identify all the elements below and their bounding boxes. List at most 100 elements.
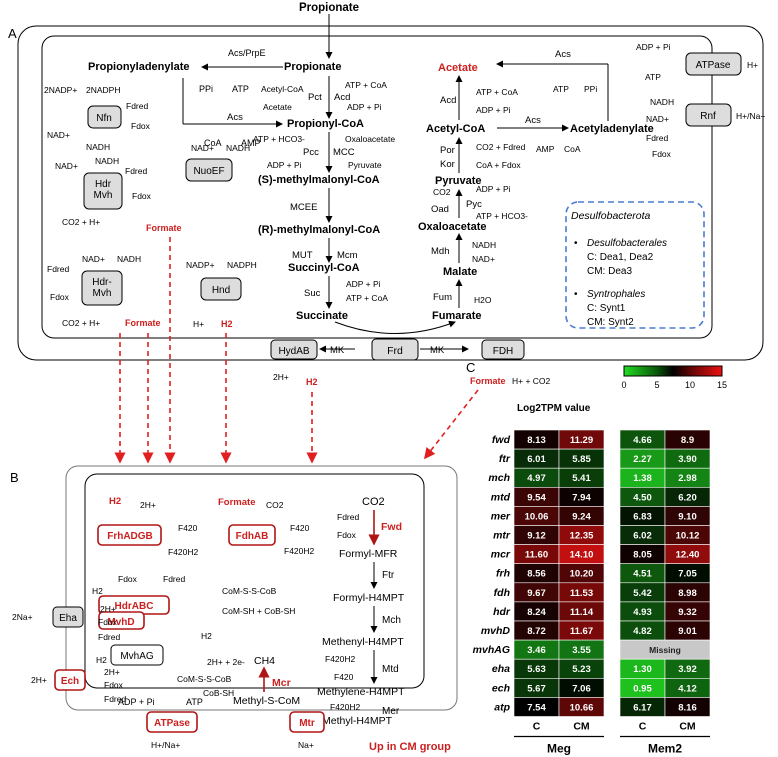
row-label-fdh: fdh bbox=[494, 587, 510, 599]
propionate-node: Propionate bbox=[284, 61, 341, 73]
hnd-label: Hnd bbox=[212, 285, 230, 296]
heatmap-value: 6.17 bbox=[633, 702, 652, 713]
acetyl-coa-small: Acetyl-CoA bbox=[261, 84, 304, 94]
heatmap-value: 11.29 bbox=[570, 435, 593, 446]
svg-text:•: • bbox=[574, 238, 578, 249]
row-label-atp: atp bbox=[494, 701, 510, 713]
acd-label-2: Acd bbox=[440, 95, 456, 106]
mtr-box bbox=[289, 711, 325, 733]
methyl-s-com: Methyl-S-CoM bbox=[233, 695, 300, 707]
mcr-label: Mcr bbox=[272, 677, 291, 689]
eha-fdox: Fdox bbox=[98, 617, 118, 627]
row-label-mer: mer bbox=[491, 510, 511, 522]
nfn-fdred: Fdred bbox=[126, 101, 148, 111]
formyl-h4mpt: Formyl-H4MPT bbox=[333, 592, 405, 604]
hdr-nadh: NADH bbox=[95, 156, 119, 166]
heatmap-value: 9.24 bbox=[572, 511, 591, 522]
methenyl-h4mpt: Methenyl-H4MPT bbox=[322, 636, 404, 648]
panel-a-inner-membrane bbox=[41, 35, 713, 339]
mvhag-h2: H2 bbox=[201, 631, 212, 641]
amp-label-a2: AMP bbox=[536, 144, 555, 154]
ppi-label: PPi bbox=[199, 84, 213, 94]
heatmap-value: 8.9 bbox=[681, 435, 694, 446]
heatmap-value: 4.93 bbox=[633, 607, 652, 618]
row-label-ftr: ftr bbox=[499, 453, 511, 465]
colorbar-tick-3: 15 bbox=[717, 380, 727, 390]
ech-2h-in: 2H+ bbox=[31, 675, 47, 685]
eha-2na: 2Na+ bbox=[12, 612, 33, 622]
fdh-formate-b: Formate bbox=[218, 497, 255, 508]
nfn-box bbox=[87, 105, 122, 129]
adp-pi-label-a5: ADP + Pi bbox=[476, 105, 511, 115]
heatmap-value: 4.66 bbox=[633, 435, 652, 446]
row-label-mcr: mcr bbox=[491, 549, 511, 561]
fumarate: Fumarate bbox=[432, 310, 482, 322]
heatmap-value: 11.14 bbox=[570, 607, 594, 618]
ech-fdred: Fdred bbox=[104, 694, 126, 704]
heatmap-value: 1.30 bbox=[633, 664, 652, 675]
legend-c1: C: Dea1, Dea2 bbox=[587, 252, 654, 263]
ech-fdox: Fdox bbox=[104, 680, 124, 690]
row-label-mtr: mtr bbox=[493, 530, 511, 542]
atpase-atp: ATP bbox=[645, 72, 661, 82]
acd-label: Acd bbox=[334, 92, 350, 103]
acs-label-a: Acs bbox=[227, 112, 243, 123]
ch4-label: CH4 bbox=[254, 655, 275, 667]
row-label-mch: mch bbox=[488, 472, 510, 484]
fdh-box-a bbox=[481, 339, 525, 360]
h2o-label: H2O bbox=[474, 295, 492, 305]
heatmap-value: 4.50 bbox=[633, 492, 652, 503]
heatmap-value: 3.90 bbox=[678, 454, 697, 465]
heatmap-value: 6.83 bbox=[633, 511, 652, 522]
heatmap-value: 9.10 bbox=[678, 511, 697, 522]
hdr-fdred-b: Fdred bbox=[163, 574, 185, 584]
nuoef-nad: NAD+ bbox=[191, 143, 214, 153]
frd-label: Frd bbox=[387, 345, 403, 357]
heatmap-value: 1.38 bbox=[633, 473, 652, 484]
row-label-fwd: fwd bbox=[492, 434, 511, 446]
acs-label-a3: Acs bbox=[555, 49, 571, 60]
eha-fdred: Fdred bbox=[98, 632, 120, 642]
heatmap-value: 3.46 bbox=[527, 645, 546, 656]
heatmap-value: 11.53 bbox=[570, 588, 593, 599]
row-label-ech: ech bbox=[492, 682, 510, 694]
s-methylmalonyl-coa: (S)-methylmalonyl-CoA bbox=[258, 174, 380, 186]
heatmap-cell bbox=[664, 697, 711, 717]
mer-label: Mer bbox=[382, 706, 400, 717]
hdr-fdox: Fdox bbox=[132, 191, 152, 201]
fdh-h-co2: H+ + CO2 bbox=[512, 376, 551, 386]
heatmap-value: 3.92 bbox=[678, 664, 697, 675]
heatmap-value: 8.13 bbox=[527, 435, 546, 446]
fdh-f420-b: F420 bbox=[290, 523, 310, 533]
coa-fdox-label: CoA + Fdox bbox=[476, 160, 521, 170]
column-label: C bbox=[639, 721, 647, 733]
hnd-h: H+ bbox=[193, 319, 204, 329]
heatmap-value: 10.12 bbox=[676, 531, 700, 542]
adp-pi-label-a3: ADP + Pi bbox=[346, 279, 381, 289]
heatmap-value: 12.35 bbox=[570, 531, 594, 542]
acetyl-coa: Acetyl-CoA bbox=[426, 123, 485, 135]
nfn-nadp: 2NADP+ bbox=[44, 85, 77, 95]
rnf-fdox: Fdox bbox=[652, 149, 672, 159]
heatmap-value: 7.06 bbox=[572, 683, 591, 694]
eha-label: Eha bbox=[59, 613, 77, 624]
heatmap-value: 9.67 bbox=[527, 588, 546, 599]
mer-f420h2: F420H2 bbox=[330, 702, 361, 712]
heatmap-value: 6.20 bbox=[678, 492, 697, 503]
heatmap-value: 5.42 bbox=[633, 588, 652, 599]
heatmap-missing-label: Missing bbox=[649, 645, 681, 655]
atpase-box-b bbox=[146, 711, 198, 733]
mvhd-label: MvhD bbox=[107, 617, 134, 628]
heatmap-value: 4.12 bbox=[678, 683, 697, 694]
mcm-label: Mcm bbox=[337, 250, 358, 261]
hnd-nadph: NADPH bbox=[227, 260, 257, 270]
hydab-2h: 2H+ bbox=[273, 372, 289, 382]
succinyl-coa: Succinyl-CoA bbox=[288, 262, 360, 274]
frd-box bbox=[371, 338, 419, 361]
atp-hco3-label: ATP + HCO3- bbox=[253, 134, 305, 144]
acetyladenylate: Acetyladenylate bbox=[570, 123, 654, 135]
hydab-box bbox=[270, 339, 318, 360]
hnd-h2: H2 bbox=[221, 319, 233, 329]
formyl-mfr: Formyl-MFR bbox=[339, 548, 398, 560]
heatmap-value: 0.95 bbox=[633, 683, 652, 694]
